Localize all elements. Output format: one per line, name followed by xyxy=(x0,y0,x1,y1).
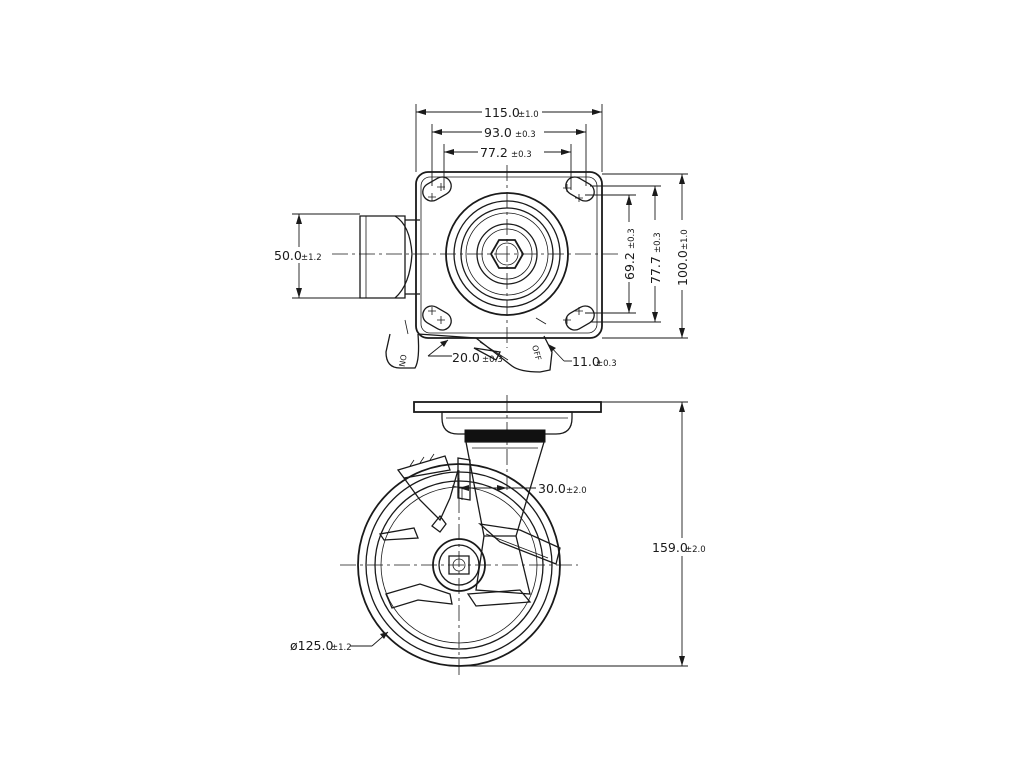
dim-hole-span-outer-value: 93.0 xyxy=(484,125,512,140)
dim-brake-width-value: 50.0 xyxy=(274,248,302,263)
hex-kingpin-nut xyxy=(489,239,525,269)
dim-offset-value: 30.0 xyxy=(538,481,566,496)
bearing-ring-3 xyxy=(460,207,554,301)
side-view: 30.0 ±2.0 159.0 ±2.0 ø125.0 ±1.2 xyxy=(290,395,720,678)
dim-wheel-diameter: ø125.0 ±1.2 xyxy=(290,631,389,653)
mounting-hole-top-right xyxy=(563,176,595,202)
brake-assembly-side xyxy=(378,453,561,609)
side-top-plate xyxy=(413,401,602,413)
dim-hole-vert-inner: 69.2 ±0.3 xyxy=(585,194,637,314)
dim-brake-width-tol: ±1.2 xyxy=(301,253,322,263)
wheel-tread-inner xyxy=(365,471,553,659)
brake-pedal-top xyxy=(385,319,553,373)
top-plate-inner-edge xyxy=(420,176,598,334)
dim-width-overall-tol: ±1.0 xyxy=(518,110,539,120)
dim-hole-vert-outer: 77.7 ±0.3 xyxy=(590,185,663,323)
kingpin-bore xyxy=(495,242,519,266)
dim-hole-span-inner-value: 77.2 xyxy=(480,145,508,160)
dim-pedal-on-tol: ±0.3 xyxy=(482,355,503,365)
pedal-off-label: OFF xyxy=(530,344,543,362)
dim-wheel-diameter-tol: ±1.2 xyxy=(331,643,352,653)
dim-pedal-on: 20.0 ±0.3 xyxy=(427,339,503,365)
dim-brake-width: 50.0 ±1.2 xyxy=(272,213,360,299)
dim-hole-vert-inner-value: 69.2 xyxy=(622,252,637,280)
dim-hole-vert-outer-value: 77.7 xyxy=(648,256,663,284)
top-plate xyxy=(415,171,603,339)
dim-hole-vert-inner-tol: ±0.3 xyxy=(627,228,637,249)
dim-width-overall-value: 115.0 xyxy=(484,105,520,120)
wheel-hub-inner xyxy=(438,544,480,586)
bearing-ring-5 xyxy=(476,223,538,285)
dim-hole-span-inner-tol: ±0.3 xyxy=(511,150,532,160)
top-view: ON OFF 115.0 ±1.0 93.0 ±0.3 xyxy=(272,103,690,373)
dim-pedal-on-value: 20.0 xyxy=(452,350,480,365)
dim-pedal-off: 11.0 ±0.3 xyxy=(535,317,617,369)
bearing-ring-6 xyxy=(481,228,533,280)
axle-nut xyxy=(448,555,470,575)
dim-height-overall: 100.0 ±1.0 xyxy=(602,173,690,339)
dim-offset-tol: ±2.0 xyxy=(566,486,587,496)
swivel-seal-band xyxy=(464,429,546,443)
mounting-hole-top-left xyxy=(422,176,452,202)
dim-offset: 30.0 ±2.0 xyxy=(458,478,587,498)
bearing-ring-4 xyxy=(465,212,549,296)
dim-hole-span-inner: 77.2 ±0.3 xyxy=(443,143,572,190)
pedal-on-label: ON xyxy=(397,354,408,368)
dim-hole-vert-outer-tol: ±0.3 xyxy=(653,232,663,253)
brake-housing xyxy=(359,215,420,299)
mounting-hole-bottom-right xyxy=(563,305,595,331)
wheel-hub-outer xyxy=(432,538,486,592)
dim-hole-span-outer-tol: ±0.3 xyxy=(515,130,536,140)
dim-height-overall-value: 100.0 xyxy=(675,250,690,286)
bearing-ring-2 xyxy=(453,200,561,308)
swivel-head xyxy=(441,411,573,435)
axle xyxy=(452,558,466,572)
dim-total-height-tol: ±2.0 xyxy=(685,545,706,555)
dim-total-height: 159.0 ±2.0 xyxy=(459,401,720,667)
dim-hole-span-outer: 93.0 ±0.3 xyxy=(431,123,587,186)
dim-pedal-off-value: 11.0 xyxy=(572,354,600,369)
dim-total-height-value: 159.0 xyxy=(652,540,688,555)
mounting-hole-bottom-left xyxy=(422,305,452,331)
dim-height-overall-tol: ±1.0 xyxy=(680,229,690,250)
bearing-outer-ring xyxy=(445,192,569,316)
dim-pedal-off-tol: ±0.3 xyxy=(596,359,617,369)
dim-wheel-diameter-value: ø125.0 xyxy=(290,638,333,653)
dim-width-overall: 115.0 ±1.0 xyxy=(415,103,603,172)
